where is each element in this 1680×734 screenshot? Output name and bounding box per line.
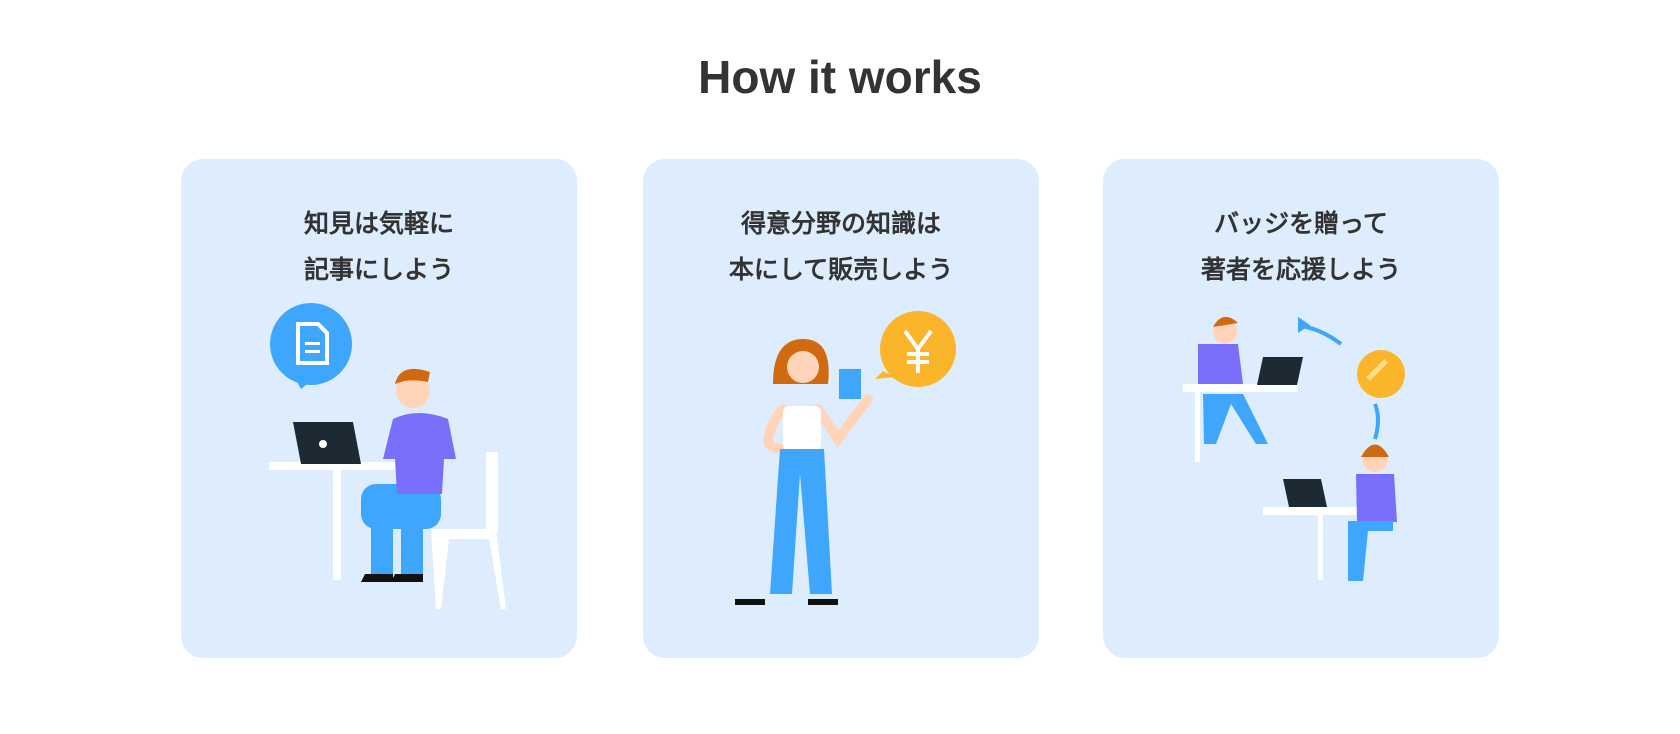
card-heading: バッジを贈って著者を応援しよう [1103,201,1499,293]
card-heading-line2: 本にして販売しよう [728,255,954,284]
card-heading: 得意分野の知識は本にして販売しよう [643,201,1039,293]
card-heading: 知見は気軽に記事にしよう [181,201,577,293]
card-write-articles: 知見は気軽に記事にしよう [181,159,577,658]
person-at-laptop-illustration [269,303,506,609]
card-heading-line2: 著者を応援しよう [1200,255,1401,284]
card-heading-line1: 得意分野の知識は [740,209,941,238]
yen-icon [875,311,956,387]
coin-icon [1357,350,1405,398]
woman-with-book-illustration [735,311,956,605]
page-title: How it works [698,51,982,103]
card-heading-line2: 記事にしよう [303,255,454,284]
document-icon [270,303,352,389]
card-sell-books: 得意分野の知識は本にして販売しよう [643,159,1039,658]
card-heading-line1: 知見は気軽に [303,209,454,238]
card-heading-line1: バッジを贈って [1214,209,1388,238]
card-send-badges: バッジを贈って著者を応援しよう [1103,159,1499,658]
badge-exchange-illustration [1183,316,1405,581]
